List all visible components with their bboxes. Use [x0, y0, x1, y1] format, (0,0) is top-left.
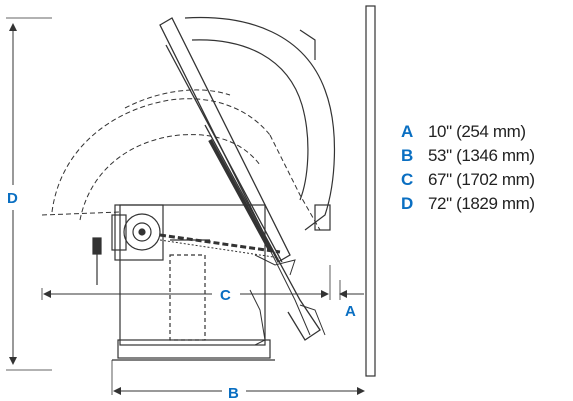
saw-guard [184, 16, 336, 231]
dimension-c [41, 265, 331, 300]
legend-row-b: B 53" (1346 mm) [401, 146, 535, 170]
dimension-label-a: A [345, 303, 356, 320]
rack [159, 233, 281, 259]
motor-assembly [92, 213, 161, 285]
legend-row-d: D 72" (1829 mm) [401, 194, 535, 218]
legend-value: 53" (1346 mm) [428, 146, 535, 165]
dimension-label-c: C [220, 287, 231, 304]
legend-value: 10" (254 mm) [428, 122, 526, 141]
legend-row-a: A 10" (254 mm) [401, 122, 535, 146]
dimension-legend: A 10" (254 mm) B 53" (1346 mm) C 67" (17… [401, 122, 535, 218]
dimension-b [111, 360, 365, 395]
dimension-a [339, 280, 364, 300]
tilted-arm [159, 17, 321, 341]
dimension-label-d: D [7, 190, 18, 207]
wall [365, 5, 376, 377]
dimension-d [6, 17, 52, 371]
legend-letter: B [401, 146, 414, 165]
right-components [249, 254, 326, 346]
swing-arcs [41, 89, 321, 231]
legend-row-c: C 67" (1702 mm) [401, 170, 535, 194]
dimension-label-b: B [228, 385, 239, 401]
legend-value: 72" (1829 mm) [428, 194, 535, 213]
base-cabinet [112, 204, 275, 361]
legend-letter: D [401, 194, 414, 213]
legend-letter: C [401, 170, 414, 189]
legend-letter: A [401, 122, 414, 141]
legend-value: 67" (1702 mm) [428, 170, 535, 189]
